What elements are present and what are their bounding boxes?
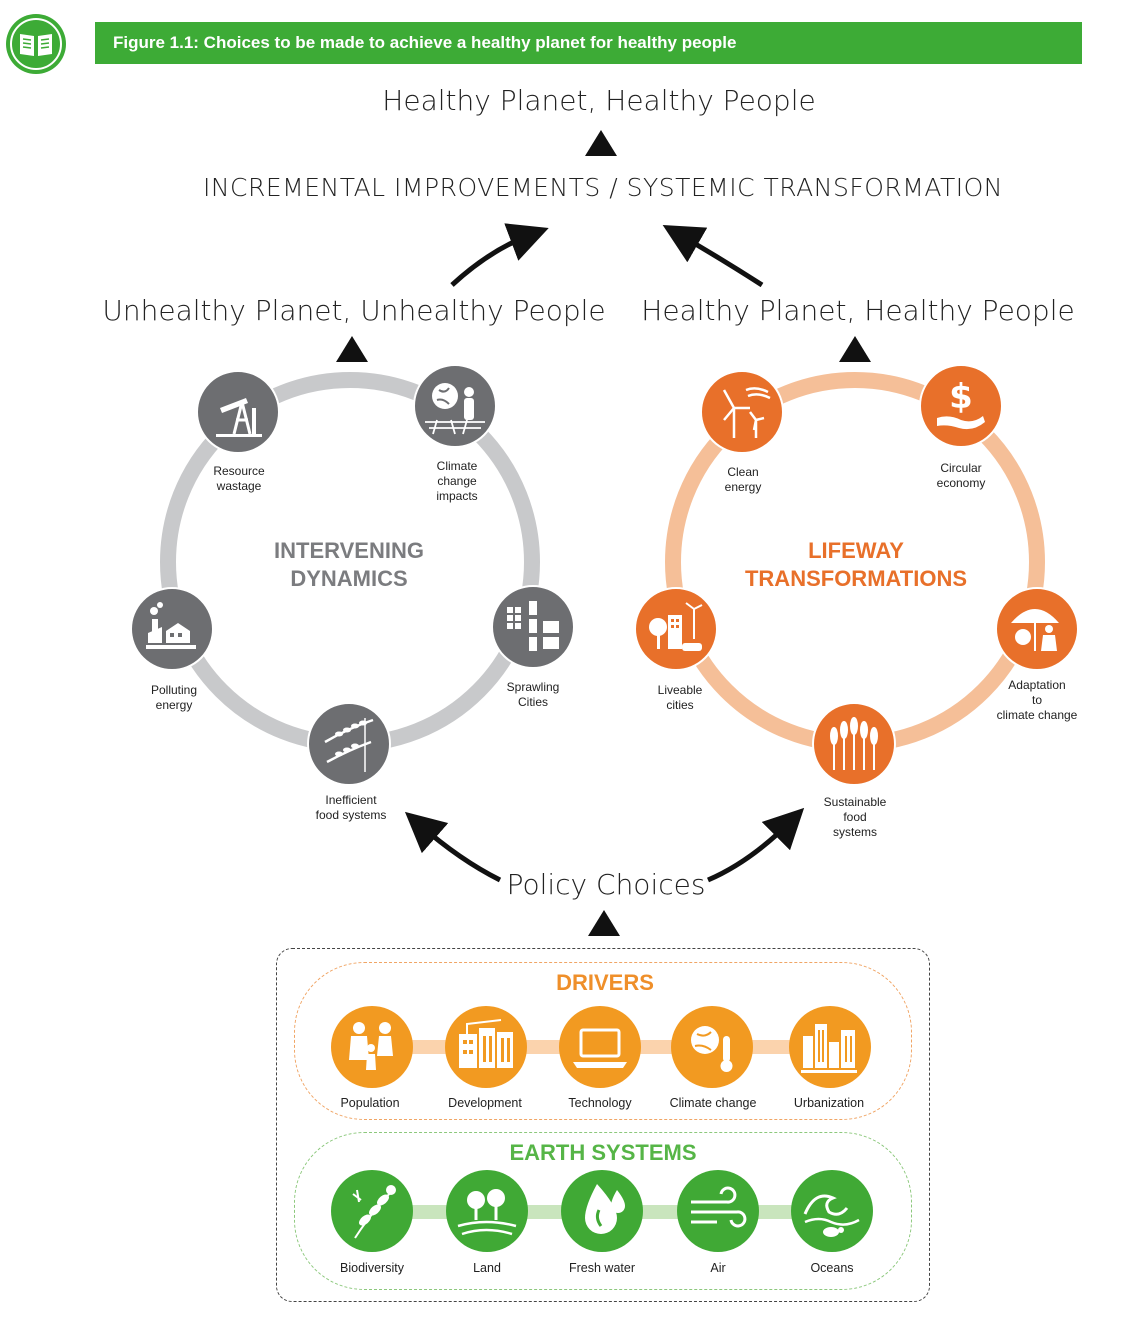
up-arrow-left xyxy=(336,336,368,362)
svg-text:$: $ xyxy=(949,377,973,417)
up-arrow-policy xyxy=(588,910,620,936)
dollar-hand-icon: $ xyxy=(919,364,1003,448)
driver-label-development: Development xyxy=(448,1096,522,1110)
figure-title: Figure 1.1: Choices to be made to achiev… xyxy=(113,33,737,52)
earth-label-air: Air xyxy=(710,1261,726,1275)
trees-field-icon xyxy=(446,1170,528,1252)
earth-label-oceans: Oceans xyxy=(810,1261,854,1275)
factory-icon xyxy=(130,587,214,671)
policy-choices-label: Policy Choices xyxy=(506,868,706,901)
book-icon xyxy=(6,14,66,74)
climate-impact-icon xyxy=(413,364,497,448)
buildings-icon xyxy=(445,1006,527,1088)
left-outcome-label: Unhealthy Planet, Unhealthy People xyxy=(102,294,606,327)
arrow-left-up xyxy=(450,223,549,287)
plant-insect-icon xyxy=(331,1170,413,1252)
up-arrow-top xyxy=(585,130,617,156)
wind-turbine-icon xyxy=(700,370,784,454)
drivers-title: DRIVERS xyxy=(556,970,654,995)
wheat-icon xyxy=(307,702,391,786)
driver-label-technology: Technology xyxy=(568,1096,632,1110)
driver-label-urbanization: Urbanization xyxy=(793,1096,865,1110)
thermometer-globe-icon xyxy=(671,1006,753,1088)
arrow-right-up xyxy=(662,225,764,288)
wind-icon xyxy=(677,1170,759,1252)
driver-label-climate-change: Climate change xyxy=(669,1096,757,1110)
drivers-earth-box xyxy=(276,948,930,1302)
earth-systems-group xyxy=(294,1132,912,1290)
driver-label-population: Population xyxy=(340,1096,400,1110)
green-city-icon xyxy=(634,587,718,671)
earth-systems-title: EARTH SYSTEMS xyxy=(509,1140,697,1165)
earth-label-land: Land xyxy=(473,1261,501,1275)
wheat-field-icon xyxy=(812,702,896,786)
skyline-icon xyxy=(789,1006,871,1088)
laptop-icon xyxy=(559,1006,641,1088)
arrow-policy-right xyxy=(707,807,805,883)
goal-label: Healthy Planet, Healthy People xyxy=(382,84,816,117)
figure-header-bar: Figure 1.1: Choices to be made to achiev… xyxy=(95,22,1082,64)
up-arrow-right xyxy=(839,336,871,362)
wave-turtle-icon xyxy=(791,1170,873,1252)
right-outcome-label: Healthy Planet, Healthy People xyxy=(641,294,1075,327)
earth-label-fresh-water: Fresh water xyxy=(569,1261,635,1275)
oil-pump-icon xyxy=(196,370,280,454)
city-map-icon xyxy=(491,585,575,669)
earth-label-biodiversity: Biodiversity xyxy=(340,1261,404,1275)
transformation-label: INCREMENTAL IMPROVEMENTS / SYSTEMIC TRAN… xyxy=(202,173,1004,202)
umbrella-person-icon xyxy=(995,587,1079,671)
family-icon xyxy=(331,1006,413,1088)
drivers-group xyxy=(294,962,912,1120)
water-drop-icon xyxy=(561,1170,643,1252)
arrow-policy-left xyxy=(404,811,502,883)
